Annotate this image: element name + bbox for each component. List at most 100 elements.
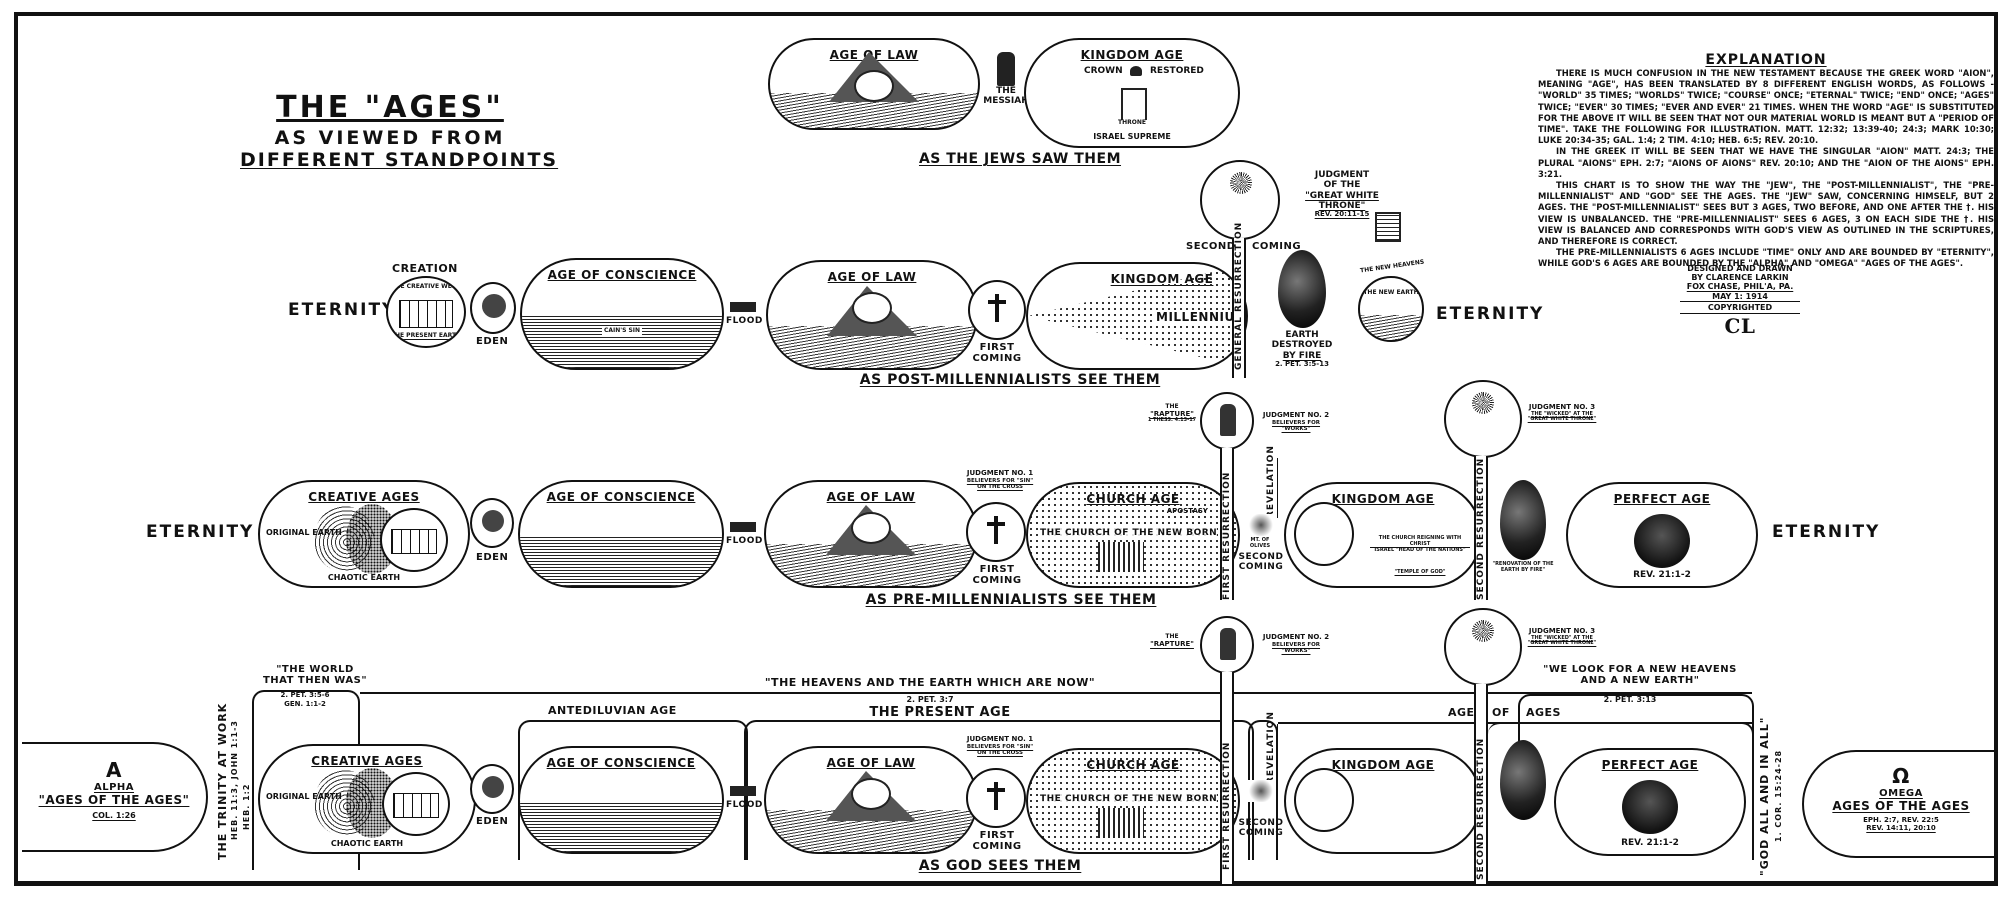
credits: Designed And Drawn By Clarence Larkin Fo… xyxy=(1680,264,1800,338)
post-calvary-circle xyxy=(968,280,1026,340)
god-mount-olives-icon xyxy=(1248,780,1274,802)
pre-church-age: Church Age Apostasy The Church Of The Ne… xyxy=(1026,482,1240,588)
pre-church-age-label: Church Age xyxy=(1086,492,1180,506)
ages-word: Ages xyxy=(1526,706,1561,719)
law-cloud-icon xyxy=(852,292,892,324)
pre-eden-label: Eden xyxy=(476,552,509,563)
jews-kingdom-age: Kingdom Age Crown Restored Throne Israel… xyxy=(1024,38,1240,148)
god-all-ref: 1. Cor. 15:24-28 xyxy=(1774,749,1783,842)
crown-label: Crown xyxy=(1084,66,1123,76)
pre-rapture-ref: 1 Thess. 4:13-17 xyxy=(1147,417,1197,424)
new-jerusalem-globe-icon xyxy=(1634,514,1690,568)
god-present-earth xyxy=(382,772,450,836)
god-age-of-conscience: Age Of Conscience xyxy=(518,746,724,854)
god-gwt-circle xyxy=(1444,608,1522,686)
god-perfect-label: Perfect Age xyxy=(1601,758,1699,772)
pre-cross-icon xyxy=(987,516,1005,545)
explanation-p1: There Is Much Confusion In The New Testa… xyxy=(1538,68,1994,146)
title-line1: The "Ages" xyxy=(276,90,504,125)
omega-symbol: Ω xyxy=(1892,764,1910,788)
israel-supreme-label: Israel Supreme xyxy=(1093,132,1171,141)
pre-perfect-age: Perfect Age Rev. 21:1-2 xyxy=(1566,482,1758,588)
pre-flood-label: Flood xyxy=(726,536,763,546)
pre-judgment-2: Judgment No. 2 Believers For "Works" xyxy=(1258,411,1334,432)
title-line3: Different Standpoints xyxy=(240,149,559,171)
messiah-label: The Messiah xyxy=(983,86,1029,107)
pre-judgment-2-sub: Believers For "Works" xyxy=(1271,419,1321,432)
pre-mount-olives-label: Mt. Of Olives xyxy=(1249,537,1271,549)
god-creative-ages: Creative Ages Original Earth Chaotic Ear… xyxy=(258,744,476,854)
god-judgment-nations-circle xyxy=(1294,768,1354,832)
post-first-coming: First Coming xyxy=(972,342,1022,364)
pre-renovation-label: "Renovation Of The Earth By Fire" xyxy=(1492,561,1554,573)
crown-icon xyxy=(1130,66,1142,76)
pre-ark-icon xyxy=(730,522,756,532)
god-cross-icon xyxy=(987,782,1005,811)
world-then-ref2: Gen. 1:1-2 xyxy=(284,700,326,708)
pre-perfect-ref: Rev. 21:1-2 xyxy=(1633,569,1691,580)
post-gwt-caption: Judgment Of The "Great White Throne" Rev… xyxy=(1282,170,1402,219)
pre-gwt-circle xyxy=(1444,380,1522,458)
millennium-label: Millennium xyxy=(1154,310,1248,324)
pre-judgment-1-label: Judgment No. 1 xyxy=(966,469,1034,477)
god-conscience-label: Age Of Conscience xyxy=(546,756,696,770)
god-age-of-law: Age Of Law xyxy=(764,746,978,854)
pre-creative-ages: Creative Ages Original Earth Chaotic Ear… xyxy=(258,480,470,588)
pre-conscience-label: Age Of Conscience xyxy=(546,490,696,504)
credits-line3: Fox Chase, Phil'a, Pa. xyxy=(1686,282,1794,292)
jews-caption: As The Jews Saw Them xyxy=(918,151,1122,167)
god-judgment-3: Judgment No. 3 The "Wicked" At The "Grea… xyxy=(1524,627,1600,647)
ark-icon xyxy=(730,302,756,312)
pre-present-earth xyxy=(380,508,448,572)
throne-label: Throne xyxy=(1118,119,1146,126)
post-gwt-circle xyxy=(1200,160,1280,240)
god-church-age: Church Age The Church Of The New Born xyxy=(1026,748,1240,854)
post-gwt-label: "Great White Throne" xyxy=(1305,190,1379,212)
new-earth-circle: The New Earth xyxy=(1358,276,1424,342)
sea-icon xyxy=(522,316,722,368)
new-heavens-bracket xyxy=(1518,694,1754,742)
new-earth-landscape-icon xyxy=(1360,315,1422,340)
messiah: The Messiah xyxy=(978,52,1034,107)
explanation-p4: The Pre-Millennialists 6 Ages Include "T… xyxy=(1538,247,1994,269)
pre-eternity-left: Eternity xyxy=(146,522,255,542)
pre-second-resurrection-stem xyxy=(1474,456,1488,600)
post-age-of-conscience: Age Of Conscience Cain's Sin xyxy=(520,258,724,370)
god-rapture-circle xyxy=(1200,616,1254,674)
pre-temple: "Temple Of God" xyxy=(1394,569,1446,575)
explanation-heading: Explanation xyxy=(1705,52,1827,68)
alpha-symbol: A xyxy=(106,758,122,782)
god-judgment-2-sub: Believers For "Works" xyxy=(1271,641,1321,654)
god-judgment-1: Judgment No. 1 Believers For "Sin" On Th… xyxy=(962,735,1038,756)
post-age-of-law: Age Of Law xyxy=(766,260,978,370)
explanation-panel: Explanation There Is Much Confusion In T… xyxy=(1538,52,1994,270)
god-rapture-label: "Rapture" xyxy=(1150,639,1194,648)
post-gwt-ref: Rev. 20:11-15 xyxy=(1314,210,1370,219)
jews-age-of-law: Age Of Law xyxy=(768,38,980,130)
pre-age-of-law: Age Of Law xyxy=(764,480,978,588)
god-second-coming: Second Coming xyxy=(1238,818,1284,838)
pre-judgment-3-label: Judgment No. 3 xyxy=(1528,403,1596,411)
god-tablets-icon xyxy=(392,793,440,818)
god-new-jerusalem-icon xyxy=(1622,780,1678,834)
pre-judgment-nations-circle xyxy=(1294,502,1354,566)
omega-ages-label: Ages Of The Ages xyxy=(1832,799,1970,813)
god-eden-circle xyxy=(470,764,514,814)
trinity-ref2: Heb. 1:2 xyxy=(242,783,251,830)
pre-kingdom-label: Kingdom Age xyxy=(1331,492,1435,506)
god-judgment-2: Judgment No. 2 Believers For "Works" xyxy=(1258,633,1334,654)
present-age-label: The Present Age xyxy=(869,705,1011,720)
explanation-p3: This Chart Is To Show The Way The "Jew",… xyxy=(1538,180,1994,247)
post-eternity-right: Eternity xyxy=(1436,304,1545,324)
heavens-now-line xyxy=(360,692,1752,694)
creation-circle: The Creative Week The Present Earth xyxy=(386,276,466,348)
pre-judgment-2-label: Judgment No. 2 xyxy=(1262,411,1330,419)
present-earth-label: The Present Earth xyxy=(390,332,462,340)
god-renovation-earth-icon xyxy=(1500,740,1546,820)
omega-box: Ω Omega Ages Of The Ages Eph. 2:7, Rev. … xyxy=(1802,750,1998,858)
new-heavens-ref: 2. Pet. 3:13 xyxy=(1603,695,1657,704)
god-first-coming: First Coming xyxy=(972,830,1022,852)
alpha-label: Alpha xyxy=(93,782,135,793)
pre-first-resurrection-label: First Resurrection xyxy=(1222,471,1232,600)
tablets-cloud-icon xyxy=(854,70,894,102)
